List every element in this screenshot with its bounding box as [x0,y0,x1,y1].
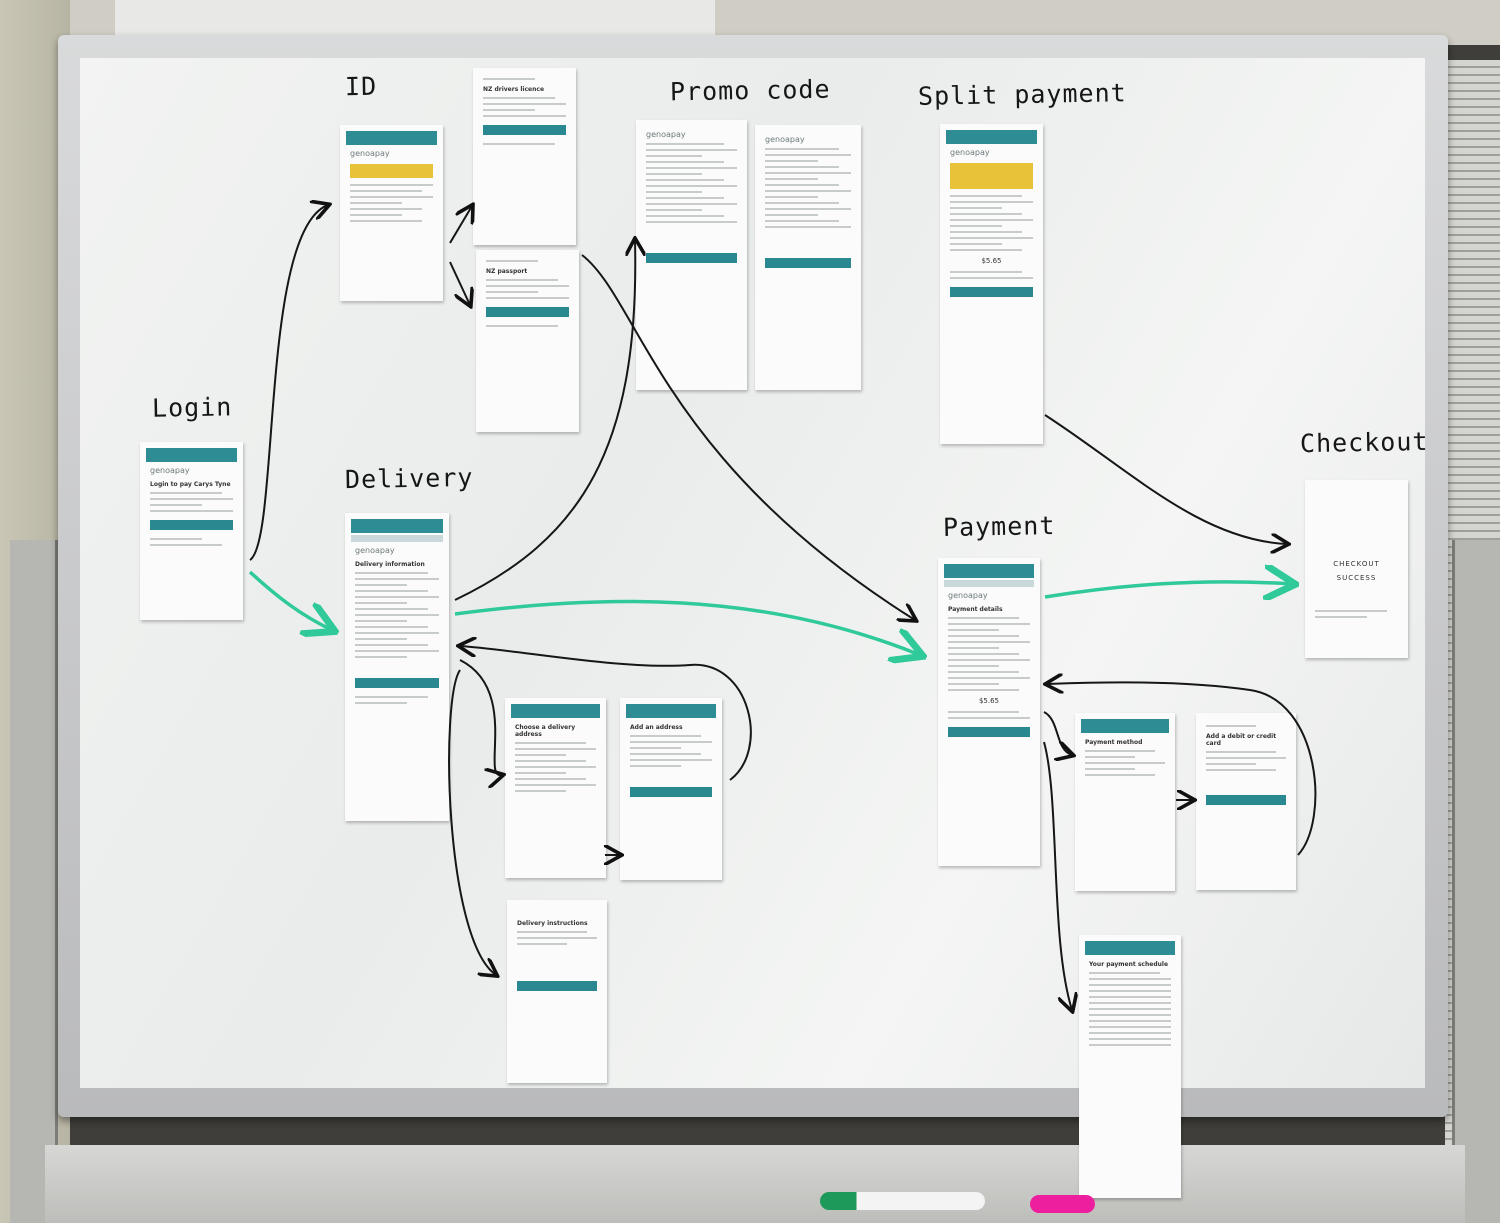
use-card-button [1206,795,1286,805]
checkout-line-2: SUCCESS [1336,574,1377,582]
amount: $5.65 [978,697,1000,705]
warning-banner [350,164,433,178]
continue-button [355,678,439,688]
phone-status-bar [1085,941,1175,955]
phone-status-bar [626,704,716,718]
screen-choose-address: Choose a delivery address [505,698,606,878]
screen-title: NZ passport [486,268,528,275]
arrow-passport-to-payment [581,254,915,620]
screen-promo-code-b: genoapay [755,125,861,390]
screen-title: Delivery information [355,561,425,568]
arrow-address-back-to-delivery [460,646,752,781]
screen-title: Payment details [948,606,1003,613]
phone-status-bar [1081,719,1169,733]
screen-delivery-instructions: Delivery instructions [507,900,607,1083]
arrow-payment-to-method [1043,711,1072,755]
arrow-delivery-to-choose-address [459,659,502,775]
brand-logo: genoapay [350,149,390,158]
marker-tray [45,1145,1465,1223]
stand-right [1452,540,1500,1223]
phone-status-bar [351,519,443,533]
arrow-payment-to-schedule [1043,741,1072,1010]
brand-logo: genoapay [150,466,190,475]
brand-logo: genoapay [948,591,988,600]
continue-button [765,258,851,268]
pink-marker-pen [1030,1195,1095,1213]
complete-purchase-button [950,287,1033,297]
screen-add-card: Add a debit or credit card [1196,713,1296,890]
screen-drivers-licence: NZ drivers licence [473,68,576,245]
brand-logo: genoapay [355,546,395,555]
warning-banner [950,163,1033,189]
brand-logo: genoapay [950,148,990,157]
arrow-login-to-id [249,205,328,561]
deliver-button [630,787,712,797]
screen-payment-schedule: Your payment schedule [1079,935,1181,1198]
screen-delivery: genoapay Delivery information [345,513,449,821]
verify-button [483,125,566,135]
screen-promo-code-a: genoapay [636,120,747,390]
brand-logo: genoapay [765,135,805,144]
phone-status-bar [944,564,1034,578]
verify-button [486,307,569,317]
arrow-id-to-licence [449,206,472,244]
screen-title: Add an address [630,724,683,731]
arrow-payment-to-checkout-happy-path [1044,582,1292,597]
arrow-delivery-to-promo [454,240,635,601]
screen-login: genoapay Login to pay Carys Tyne [140,442,243,620]
screen-title: Login to pay Carys Tyne [150,481,231,488]
checkout-line-1: CHECKOUT [1333,560,1380,568]
screen-title: Your payment schedule [1089,961,1169,968]
phone-status-bar [346,131,437,145]
arrow-card-back-to-payment [1047,682,1317,856]
screen-title: Choose a delivery address [515,724,576,738]
screen-title: NZ drivers licence [483,86,545,93]
arrow-split-to-checkout [1044,414,1287,544]
screen-title: Add a debit or credit card [1206,733,1277,747]
arrow-delivery-to-instructions [448,669,496,975]
green-marker-pen [820,1192,985,1210]
screen-payment: genoapay Payment details $5.65 [938,558,1040,866]
screen-add-address: Add an address [620,698,722,880]
screen-payment-method: Payment method [1075,713,1175,891]
amount: $5.65 [981,257,1002,265]
brand-logo: genoapay [646,130,686,139]
stand-left [10,540,58,1223]
screen-title: Delivery instructions [517,920,588,927]
continue-button [646,253,737,263]
arrow-id-to-passport [449,261,470,305]
screen-passport: NZ passport [476,250,579,432]
arrow-delivery-to-payment-happy-path [454,599,920,655]
screen-split-payment: genoapay $5.65 [940,124,1043,444]
phone-status-bar [146,448,237,462]
phone-status-bar [946,130,1037,144]
arrow-login-to-delivery-happy-path [248,570,332,630]
phone-status-bar [511,704,600,718]
save-button [517,981,597,991]
screen-title: Payment method [1085,739,1143,746]
login-button [150,520,233,530]
screen-checkout-success: CHECKOUT SUCCESS [1305,480,1408,658]
screen-id: genoapay [340,125,443,301]
complete-payment-button [948,727,1030,737]
